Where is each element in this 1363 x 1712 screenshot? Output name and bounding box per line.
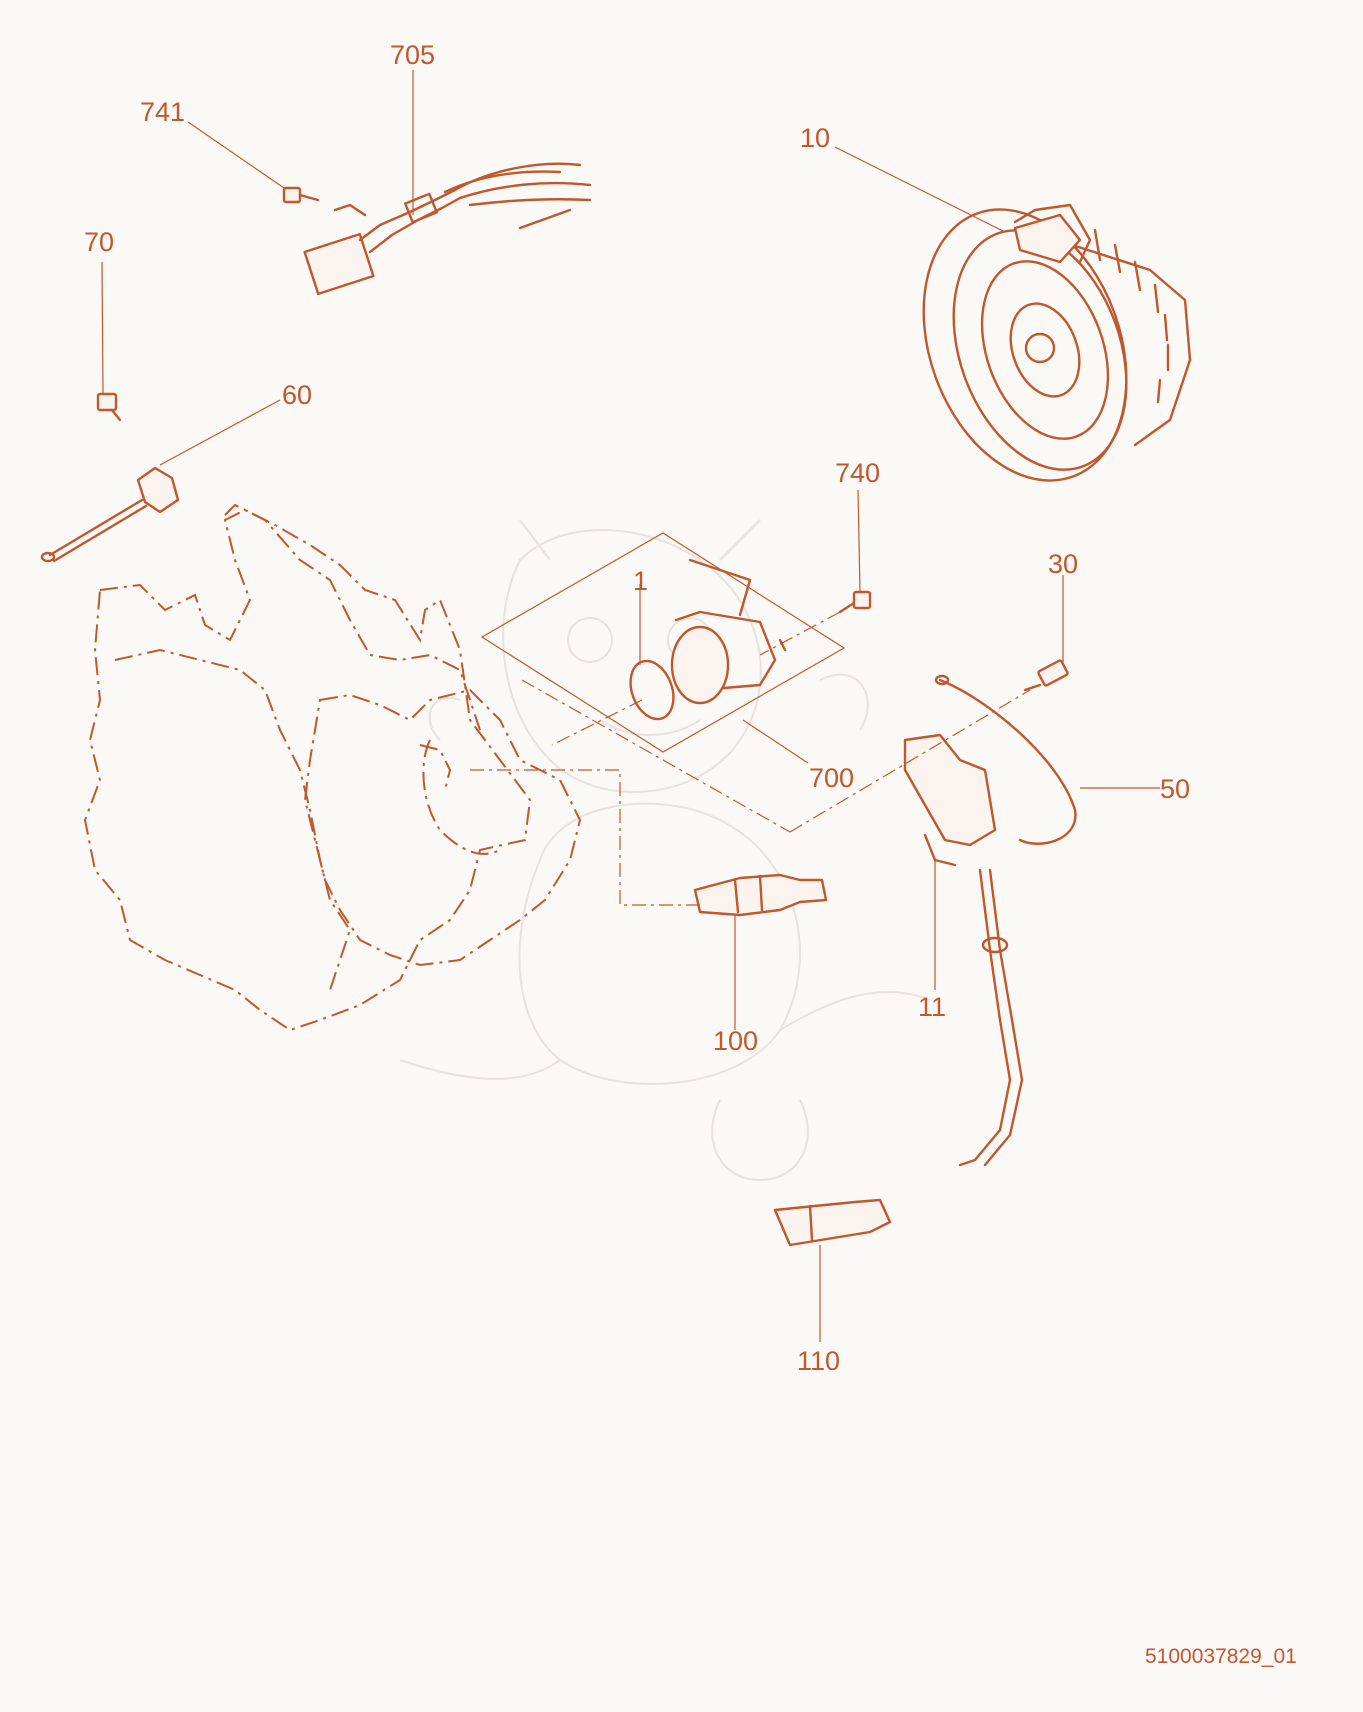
callout-60: 60 [282,380,312,410]
document-id: 5100037829_01 [1145,1645,1297,1668]
callout-110: 110 [797,1346,840,1376]
callout-70: 70 [84,227,114,257]
sensor-60-part [40,466,180,563]
bolt-741-part [282,186,320,204]
callout-100: 100 [713,1026,758,1056]
callout-705: 705 [390,40,435,70]
wiring-harness-part [303,162,592,296]
watermark-dragon-drawing [399,519,931,1182]
ignition-coil-part [903,674,1077,1167]
bolt-740-part [838,590,872,614]
callout-741: 741 [140,97,185,127]
callout-740: 740 [835,458,880,488]
callout-700: 700 [809,763,854,793]
callout-labels: 705 741 10 70 60 740 1 30 700 50 100 11 … [84,40,1190,1376]
callout-10: 10 [800,123,830,153]
leader-lines [101,70,1160,1342]
callout-30: 30 [1048,549,1078,579]
spark-plug-part [693,873,828,917]
engine-phantom-outline [83,503,582,1032]
callout-50: 50 [1160,774,1190,804]
plug-cap-part [773,1198,892,1247]
callout-1: 1 [633,566,648,596]
alignment-guides [470,611,1031,906]
starter-assembly-part [480,532,846,753]
flywheel-part [922,203,1192,482]
bolt-70-part [96,392,122,422]
bolt-30-part [1023,659,1069,692]
callout-11: 11 [918,992,946,1022]
